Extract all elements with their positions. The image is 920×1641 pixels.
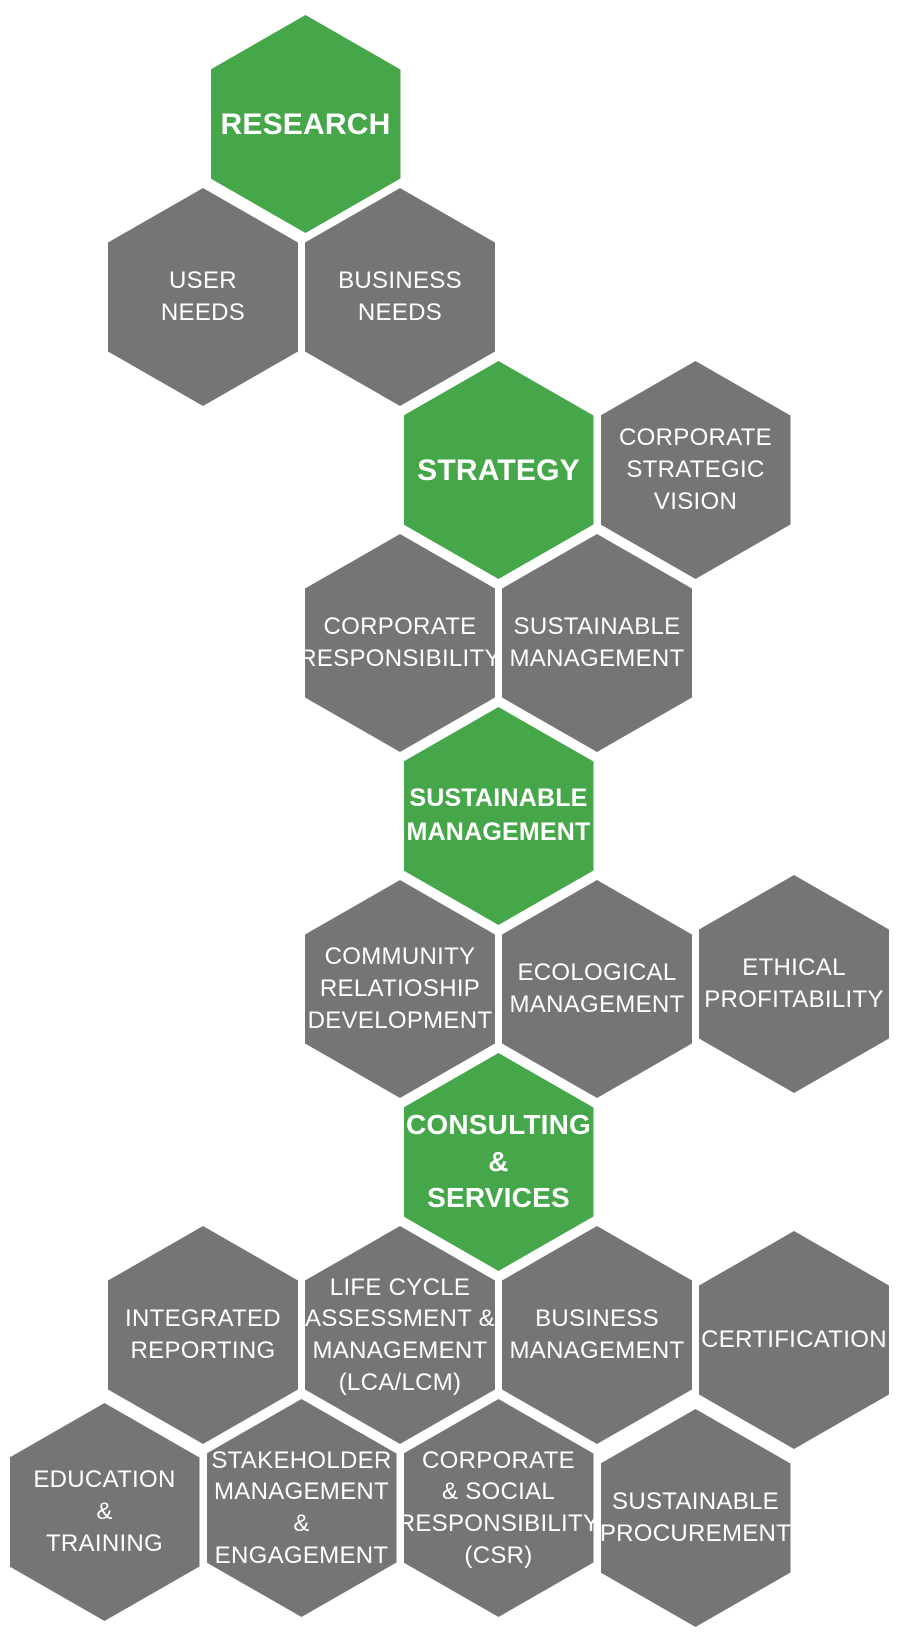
hexagon-label-line: RESPONSIBILITY (299, 645, 501, 672)
hexagon-label-line: SUSTAINABLE (409, 784, 588, 813)
hexagon-label: SUSTAINABLE MANAGEMENT (502, 611, 692, 674)
hexagon-label-line: USER (169, 267, 237, 295)
hexagon-business-management: BUSINESS MANAGEMENT (502, 1226, 692, 1444)
hexagon-label-line: DEVELOPMENT (307, 1006, 493, 1034)
hexagon-label-line: BUSINESS (535, 1305, 659, 1333)
hexagon-label-line: SERVICES (427, 1182, 570, 1214)
hexagon-label: CERTIFICATION (699, 1324, 889, 1356)
hexagon-label-line: COMMUNITY (324, 943, 476, 971)
hexagon-stakeholder-management-engagement: STAKEHOLDER MANAGEMENT & ENGAGEMENT (206, 1399, 397, 1617)
hexagon-label: SUSTAINABLE MANAGEMENT (404, 782, 594, 850)
hexagon-label: LIFE CYCLE ASSESSMENT & MANAGEMENT (LCA/LCM… (305, 1272, 495, 1399)
hexagon-label-line: MANAGEMENT (406, 818, 591, 846)
hexagon-label-line: SUSTAINABLE (612, 1488, 779, 1516)
hexagon-label-line: MANAGEMENT (312, 1337, 488, 1364)
hexagon-ecological-management: ECOLOGICAL MANAGEMENT (502, 880, 692, 1098)
hexagon-label: STRATEGY (404, 451, 594, 490)
hexagon-research: RESEARCH (210, 15, 401, 233)
hexagon-label-line: & (96, 1498, 113, 1526)
hexagon-label: EDUCATION & TRAINING (10, 1464, 200, 1559)
hexagon-sustainable-management-item: SUSTAINABLE MANAGEMENT (502, 534, 692, 752)
hexagon-label-line: (LCA/LCM) (338, 1368, 462, 1396)
hexagon-label-line: BUSINESS (338, 267, 462, 295)
hexagon-label: CONSULTING & SERVICES (404, 1107, 594, 1216)
hexagon-label: BUSINESS MANAGEMENT (502, 1303, 692, 1366)
hexagon-label: SUSTAINABLE PROCUREMENT (601, 1486, 791, 1549)
hexagon-community-relatioship-development: COMMUNITY RELATIOSHIP DEVELOPMENT (305, 880, 495, 1098)
hexagon-strategy: STRATEGY (403, 361, 594, 579)
hexagon-label: ETHICAL PROFITABILITY (699, 952, 889, 1015)
hexagon-sustainable-management-stage: SUSTAINABLE MANAGEMENT (403, 707, 594, 925)
hexagon-label-line: ENGAGEMENT (214, 1541, 389, 1569)
hexagon-label-line: RELATIOSHIP (319, 975, 481, 1003)
hexagon-label: ECOLOGICAL MANAGEMENT (502, 957, 692, 1020)
hexagon-label-line: INTEGRATED (125, 1305, 281, 1333)
hexagon-label-line: ETHICAL (742, 954, 846, 982)
hexagon-sustainable-procurement: SUSTAINABLE PROCUREMENT (600, 1409, 791, 1627)
hexagon-label-line: MANAGEMENT (509, 1337, 685, 1364)
hexagon-consulting-and-services: CONSULTING & SERVICES (403, 1053, 594, 1271)
hexagon-label-line: STRATEGIC (626, 456, 765, 484)
hexagon-label: COMMUNITY RELATIOSHIP DEVELOPMENT (305, 941, 495, 1036)
hexagon-label: RESEARCH (211, 105, 401, 144)
hexagon-label-line: NEEDS (357, 299, 443, 326)
hexagon-label-line: MANAGEMENT (509, 645, 685, 672)
hexagon-label-line: & (293, 1510, 310, 1537)
hexagon-label-line: PROFITABILITY (704, 986, 884, 1013)
hexagon-label-line: & SOCIAL (441, 1478, 556, 1506)
hexagon-user-needs: USER NEEDS (108, 188, 298, 406)
hexagon-education-and-training: EDUCATION & TRAINING (9, 1403, 200, 1621)
hexagon-label-line: RESPONSIBILITY (397, 1510, 600, 1537)
hexagon-label-line: MANAGEMENT (509, 991, 685, 1018)
hexagon-label-line: REPORTING (130, 1337, 276, 1364)
hexagon-label-line: PROCUREMENT (599, 1520, 792, 1547)
hexagon-ethical-profitability: ETHICAL PROFITABILITY (699, 875, 889, 1093)
hexagon-label-line: STAKEHOLDER (211, 1446, 392, 1474)
hexagon-label: BUSINESS NEEDS (305, 265, 495, 328)
hexagon-corporate-strategic-vision: CORPORATE STRATEGIC VISION (600, 361, 791, 579)
hexagon-label-line: CONSULTING (405, 1109, 592, 1141)
hexagon-label-line: SUSTAINABLE (513, 613, 681, 641)
hexagon-life-cycle-assessment-management: LIFE CYCLE ASSESSMENT & MANAGEMENT (LCA/LCM… (305, 1226, 495, 1444)
hexagon-label-line: CERTIFICATION (701, 1326, 887, 1354)
hexagon-label-line: VISION (653, 487, 738, 515)
hexagon-label: CORPORATE STRATEGIC VISION (601, 422, 791, 517)
hexagon-label-line: EDUCATION (33, 1466, 176, 1494)
hexagon-label-line: STRATEGY (417, 453, 580, 487)
hexagon-label-line: MANAGEMENT (213, 1478, 389, 1506)
hexagon-label-line: TRAINING (45, 1529, 164, 1557)
hexagon-label-line: LIFE CYCLE (329, 1273, 471, 1301)
hexagon-label: INTEGRATED REPORTING (108, 1303, 298, 1366)
hexagon-business-needs: BUSINESS NEEDS (305, 188, 495, 406)
hexagon-label: STAKEHOLDER MANAGEMENT & ENGAGEMENT (207, 1445, 397, 1572)
hexagon-label: USER NEEDS (108, 265, 298, 328)
hexagon-label-line: RESEARCH (220, 107, 391, 141)
hexagon-label-line: & (488, 1145, 509, 1177)
hexagon-label-line: CORPORATE (619, 424, 772, 452)
hexagon-label-line: NEEDS (160, 299, 246, 326)
hexagon-label-line: ASSESSMENT & (305, 1305, 495, 1333)
hexagon-certification: CERTIFICATION (699, 1231, 889, 1449)
hexagon-label-line: ECOLOGICAL (517, 959, 677, 987)
hexagon-label-line: CORPORATE (323, 613, 477, 641)
hexagon-integrated-reporting: INTEGRATED REPORTING (108, 1226, 298, 1444)
hexagon-label-line: CORPORATE (422, 1446, 575, 1474)
hexagon-label-line: (CSR) (464, 1541, 533, 1569)
